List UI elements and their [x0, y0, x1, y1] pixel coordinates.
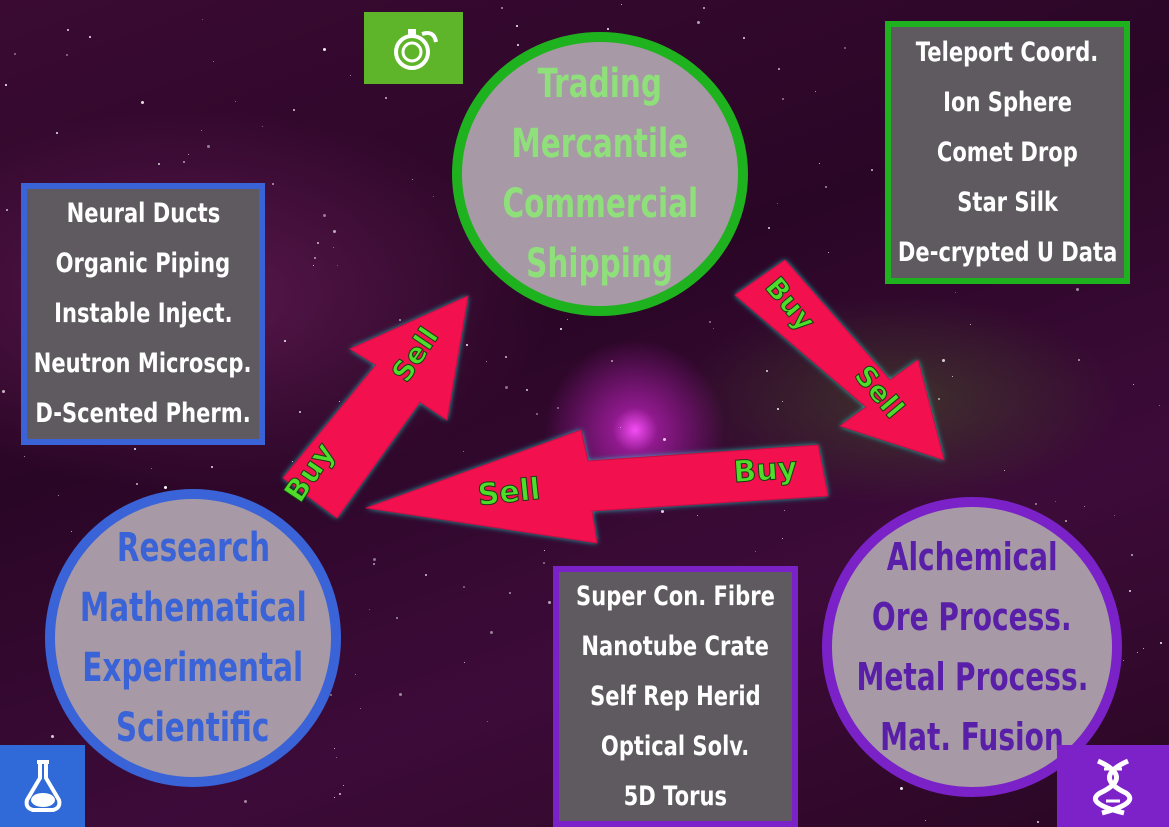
research-good-item: Organic Piping [56, 239, 231, 289]
trading-good-item: Star Silk [957, 178, 1058, 228]
arrow-trading-to-alchemical: Buy Sell [735, 260, 944, 460]
research-line-2: Mathematical [80, 578, 307, 638]
trading-line-3: Commercial [502, 174, 698, 234]
alchemical-good-item: Optical Solv. [601, 722, 749, 772]
research-line-1: Research [116, 518, 269, 578]
trading-good-item: Ion Sphere [943, 78, 1072, 128]
research-circle: Research Mathematical Experimental Scien… [45, 489, 341, 787]
research-good-item: Neural Ducts [66, 189, 220, 239]
alchemical-good-item: Super Con. Fibre [576, 572, 775, 622]
trading-line-2: Mercantile [512, 114, 689, 174]
alchemical-good-item: 5D Torus [624, 772, 727, 822]
flask-icon [0, 745, 85, 827]
research-good-item: Neutron Microscp. [34, 339, 252, 389]
trading-good-item: Teleport Coord. [916, 28, 1099, 78]
trading-good-item: De-crypted U Data [898, 228, 1117, 278]
alchemical-line-3: Metal Process. [856, 647, 1088, 707]
alchemical-line-1: Alchemical [887, 527, 1058, 587]
compass-icon [364, 12, 463, 84]
alchemical-good-item: Nanotube Crate [582, 622, 769, 672]
trading-line-1: Trading [538, 54, 662, 114]
research-line-3: Experimental [83, 638, 304, 698]
alchemical-line-4: Mat. Fusion [880, 707, 1064, 767]
alchemical-line-2: Ore Process. [872, 587, 1072, 647]
dna-icon [1057, 745, 1169, 827]
research-goods-box: Neural Ducts Organic Piping Instable Inj… [21, 183, 265, 445]
alchemical-goods-box: Super Con. Fibre Nanotube Crate Self Rep… [553, 566, 798, 827]
trading-circle: Trading Mercantile Commercial Shipping [452, 32, 748, 316]
trading-goods-box: Teleport Coord. Ion Sphere Comet Drop St… [885, 21, 1130, 284]
research-line-4: Scientific [116, 698, 269, 758]
trading-good-item: Comet Drop [937, 128, 1078, 178]
arrow3-sell-label: Sell [476, 472, 542, 513]
arrow3-buy-label: Buy [732, 451, 799, 490]
research-good-item: Instable Inject. [54, 289, 232, 339]
alchemical-good-item: Self Rep Herid [590, 672, 761, 722]
arrow-alchemical-to-research: Sell Buy [366, 430, 828, 543]
trading-line-4: Shipping [527, 234, 674, 294]
research-good-item: D-Scented Pherm. [35, 389, 250, 439]
